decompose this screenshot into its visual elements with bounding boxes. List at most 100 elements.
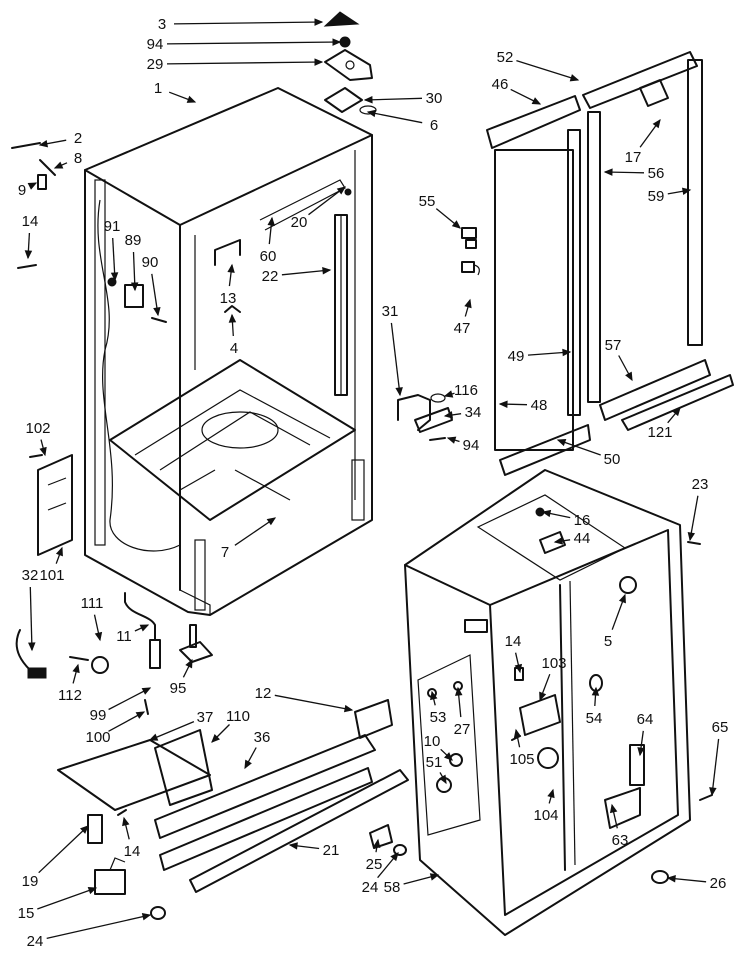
part-number-c105: 105 <box>509 751 534 768</box>
arrowhead-c12 <box>343 704 354 713</box>
part-number-c30: 30 <box>426 90 443 107</box>
part-number-c95: 95 <box>170 680 187 697</box>
lower-hardware <box>87 809 407 920</box>
arrowhead-c50 <box>556 438 567 447</box>
part-number-c32: 32 <box>22 567 39 584</box>
leader-line-c29 <box>166 61 323 65</box>
leader-line-c99 <box>108 687 151 711</box>
part-number-c90: 90 <box>142 254 159 271</box>
part-number-c112: 112 <box>58 687 82 704</box>
part-number-c21: 21 <box>323 842 340 859</box>
arrowhead-c36 <box>244 759 252 770</box>
part-number-c14a: 14 <box>22 213 39 230</box>
arrowhead-c34 <box>443 411 454 419</box>
part-number-c52: 52 <box>497 49 514 66</box>
control-bracket <box>15 454 73 679</box>
part-number-c54: 54 <box>586 710 603 727</box>
part-number-c49: 49 <box>508 348 525 365</box>
arrowhead-c59 <box>681 187 692 196</box>
part-number-c15: 15 <box>18 905 35 922</box>
arrowhead-c6 <box>366 109 377 118</box>
door-panel-left <box>486 95 591 476</box>
arrowhead-c57 <box>625 371 633 382</box>
arrowhead-c26 <box>666 874 676 883</box>
arrowhead-c55 <box>451 220 461 229</box>
part-number-c12: 12 <box>255 685 272 702</box>
arrowhead-c58 <box>429 873 440 881</box>
arrowhead-c63 <box>609 803 618 814</box>
arrowhead-c44 <box>553 537 564 545</box>
part-number-c101: 101 <box>39 567 64 584</box>
part-number-c34: 34 <box>465 404 482 421</box>
arrowhead-c7 <box>266 517 277 526</box>
part-number-c94a: 94 <box>147 36 164 53</box>
arrowhead-c56 <box>603 168 613 176</box>
part-number-c2: 2 <box>74 130 82 147</box>
arrowhead-c5 <box>618 593 626 604</box>
arrowhead-c65 <box>709 787 717 797</box>
arrowhead-c14b <box>514 663 523 674</box>
arrowhead-c14a <box>24 250 33 260</box>
arrowhead-c94a <box>332 38 342 46</box>
arrowhead-c100 <box>135 711 146 719</box>
part-number-c17: 17 <box>625 149 642 166</box>
part-number-c44: 44 <box>574 530 591 547</box>
leader-line-c24b <box>46 914 151 940</box>
arrowhead-c1 <box>186 95 197 103</box>
part-number-c7: 7 <box>221 544 229 561</box>
part-number-c94b: 94 <box>463 437 480 454</box>
door-panel-right <box>582 51 734 431</box>
part-number-c29: 29 <box>147 56 164 73</box>
part-number-c57: 57 <box>605 337 622 354</box>
part-number-c51: 51 <box>426 754 443 771</box>
arrowhead-c47 <box>464 298 472 309</box>
arrowhead-c25 <box>373 838 381 849</box>
part-number-c121: 121 <box>647 424 672 441</box>
arrowhead-c22 <box>322 266 332 275</box>
part-number-c99: 99 <box>90 707 107 724</box>
arrowhead-c20 <box>336 186 347 195</box>
arrowhead-c101 <box>55 546 63 557</box>
arrowhead-c54 <box>591 686 600 696</box>
arrowhead-c94b <box>446 436 457 444</box>
part-number-c10: 10 <box>424 733 441 750</box>
leader-line-c30 <box>364 97 423 101</box>
part-number-c25: 25 <box>366 856 383 873</box>
leader-line-c12 <box>274 694 353 711</box>
part-number-c53: 53 <box>430 709 447 726</box>
leader-line-c7 <box>234 517 276 546</box>
part-number-c103: 103 <box>541 655 566 672</box>
part-number-c8: 8 <box>74 150 82 167</box>
arrowhead-c105 <box>513 728 522 739</box>
arrowhead-c49 <box>562 348 572 357</box>
part-number-c4: 4 <box>230 340 238 357</box>
arrowhead-c37 <box>148 733 159 741</box>
center-hinge <box>397 393 453 441</box>
part-number-c64: 64 <box>637 711 654 728</box>
part-number-c36: 36 <box>254 729 271 746</box>
arrowhead-c29 <box>314 58 324 66</box>
part-number-c91: 91 <box>104 218 121 235</box>
part-number-c5: 5 <box>604 633 612 650</box>
leader-line-c19 <box>38 825 89 874</box>
leader-line-c22 <box>281 269 331 276</box>
arrowhead-c99 <box>141 687 152 695</box>
part-number-c47: 47 <box>454 320 471 337</box>
leader-line-c50 <box>557 439 601 456</box>
part-number-c65: 65 <box>712 719 729 736</box>
arrowhead-c46 <box>531 97 542 105</box>
part-number-c50: 50 <box>604 451 621 468</box>
part-number-c104: 104 <box>533 807 558 824</box>
part-number-c31: 31 <box>382 303 399 320</box>
arrowhead-c91 <box>110 272 119 282</box>
leader-line-c37 <box>149 721 195 741</box>
arrowhead-c89 <box>130 282 139 292</box>
arrowhead-c64 <box>637 747 645 757</box>
part-number-c19: 19 <box>22 873 39 890</box>
arrowhead-c24b <box>141 912 152 921</box>
part-number-c24b: 24 <box>27 933 44 950</box>
part-number-c37: 37 <box>197 709 214 726</box>
arrowhead-c116 <box>443 390 454 398</box>
arrowhead-c8 <box>53 161 64 169</box>
